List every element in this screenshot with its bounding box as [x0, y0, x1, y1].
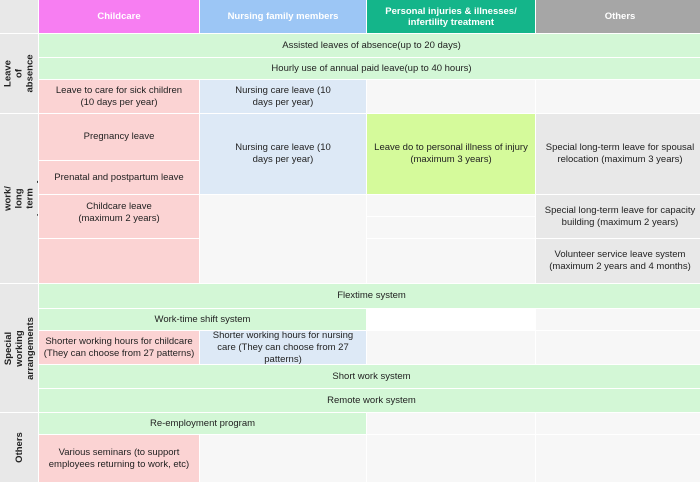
short-work-system-cell: Short work system	[39, 365, 700, 388]
various-seminars-cell: Various seminars (to support employees r…	[39, 435, 199, 482]
spousal-relocation-leave-cell: Special long-term leave for spousal relo…	[536, 114, 700, 194]
personal-injury-leave-cell: Leave do to personal illness of injury (…	[367, 114, 535, 194]
empty-cell	[200, 435, 366, 482]
empty-cell	[367, 413, 535, 434]
shorter-hours-childcare-cell: Shorter working hours for childcare (The…	[39, 331, 199, 364]
empty-cell	[536, 80, 700, 113]
flextime-system-cell: Flextime system	[39, 284, 700, 308]
nursing-care-leave-cell: Nursing care leave (10 days per year)	[200, 80, 366, 113]
empty-cell	[536, 435, 700, 482]
re-employment-program-cell: Re-employment program	[39, 413, 366, 434]
empty-cell	[367, 80, 535, 113]
side-label-text: Special working arrangements	[2, 316, 36, 380]
header-nursing-family-members: Nursing family members	[200, 0, 366, 33]
empty-cell	[200, 195, 366, 283]
header-personal-injuries: Personal injuries & illnesses/ infertili…	[367, 0, 535, 33]
side-label-others: Others	[0, 413, 38, 482]
prenatal-postpartum-leave-cell: Prenatal and postpartum leave	[39, 161, 199, 194]
empty-cell	[367, 217, 535, 238]
childcare-leave-cell: Childcare leave (maximum 2 years)	[39, 195, 199, 238]
table-corner	[0, 0, 38, 33]
empty-cell	[367, 435, 535, 482]
volunteer-service-leave-cell: Volunteer service leave system (maximum …	[536, 239, 700, 283]
side-label-special-working: Special working arrangements	[0, 284, 38, 412]
work-time-shift-cell: Work-time shift system	[39, 309, 366, 330]
empty-cell	[367, 239, 535, 283]
empty-cell	[367, 331, 535, 364]
pregnancy-leave-cell: Pregnancy leave	[39, 114, 199, 160]
sick-children-leave-cell: Leave to care for sick children (10 days…	[39, 80, 199, 113]
capacity-building-leave-cell: Special long-term leave for capacity bui…	[536, 195, 700, 238]
side-label-leave-of-absence: Leave of absence	[0, 34, 38, 113]
side-label-text: Leave from work/ long term leave of abse…	[0, 180, 38, 217]
side-label-long-term-leave: Leave from work/ long term leave of abse…	[0, 114, 38, 283]
hourly-annual-leave-cell: Hourly use of annual paid leave(up to 40…	[39, 58, 700, 79]
header-others: Others	[536, 0, 700, 33]
empty-cell	[536, 331, 700, 364]
empty-cell	[536, 309, 700, 330]
empty-cell	[39, 239, 199, 283]
side-label-text: Others	[13, 432, 25, 463]
empty-cell	[367, 309, 535, 330]
nursing-care-leave-cell-2: Nursing care leave (10 days per year)	[200, 114, 366, 194]
assisted-leaves-cell: Assisted leaves of absence(up to 20 days…	[39, 34, 700, 57]
side-label-text: Leave of absence	[2, 54, 36, 93]
empty-cell	[536, 413, 700, 434]
empty-cell	[367, 195, 535, 216]
shorter-hours-nursing-cell: Shorter working hours for nursing care (…	[200, 331, 366, 364]
remote-work-system-cell: Remote work system	[39, 389, 700, 412]
header-childcare: Childcare	[39, 0, 199, 33]
